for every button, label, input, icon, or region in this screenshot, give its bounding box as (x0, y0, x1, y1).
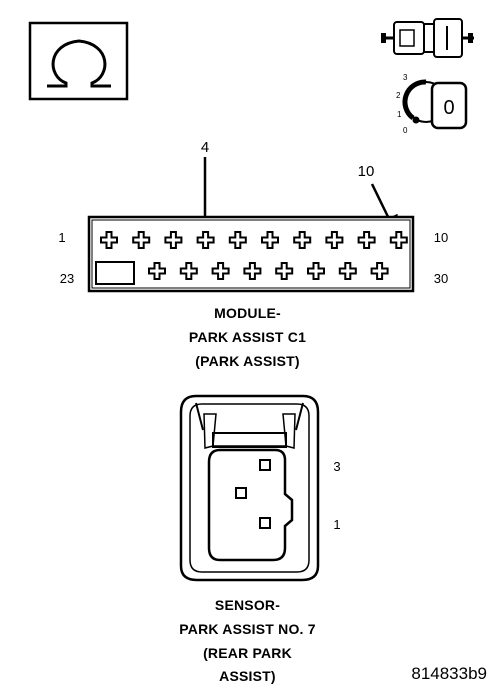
cavity-blank-23 (95, 261, 135, 285)
key-position-1: 1 (397, 110, 402, 119)
sensor-cavity-3 (259, 459, 271, 471)
module-caption-line-2: PARK ASSIST C1 (188, 329, 307, 345)
key-position-marker (412, 116, 420, 124)
module-caption-line-1: MODULE- (214, 305, 281, 321)
pin-label-30: 30 (434, 271, 448, 286)
sensor-caption-line-4: ASSIST) (219, 668, 276, 684)
connector-probe-icon (381, 18, 474, 58)
callout-label-10: 10 (358, 163, 375, 180)
ignition-key-icon: 3 2 1 0 0 (396, 73, 468, 135)
pin-label-1: 1 (58, 230, 65, 245)
key-position-3: 3 (403, 73, 408, 82)
sensor-caption-line-2: PARK ASSIST NO. 7 (179, 621, 316, 637)
module-caption-line-3: (PARK ASSIST) (195, 353, 300, 369)
callout-pin-4: 4 (195, 139, 215, 236)
pin-label-23: 23 (60, 271, 74, 286)
key-position-2: 2 (396, 91, 401, 100)
ohmmeter-icon (28, 21, 129, 101)
figure-id: 814833b9 (411, 664, 487, 683)
module-connector-c1: 1 10 23 30 (58, 215, 448, 293)
sensor-pin-label-1: 1 (333, 517, 340, 532)
sensor-caption-line-3: (REAR PARK (203, 645, 292, 661)
callout-label-4: 4 (201, 139, 209, 156)
sensor-connector: 3 1 (179, 394, 341, 582)
sensor-cavity-2 (235, 487, 247, 499)
key-position-0: 0 (403, 126, 408, 135)
key-label: 0 (443, 97, 454, 119)
sensor-caption-line-1: SENSOR- (214, 597, 281, 613)
pin-label-10: 10 (434, 230, 448, 245)
sensor-cavity-1 (259, 517, 271, 529)
sensor-pin-label-3: 3 (333, 459, 340, 474)
